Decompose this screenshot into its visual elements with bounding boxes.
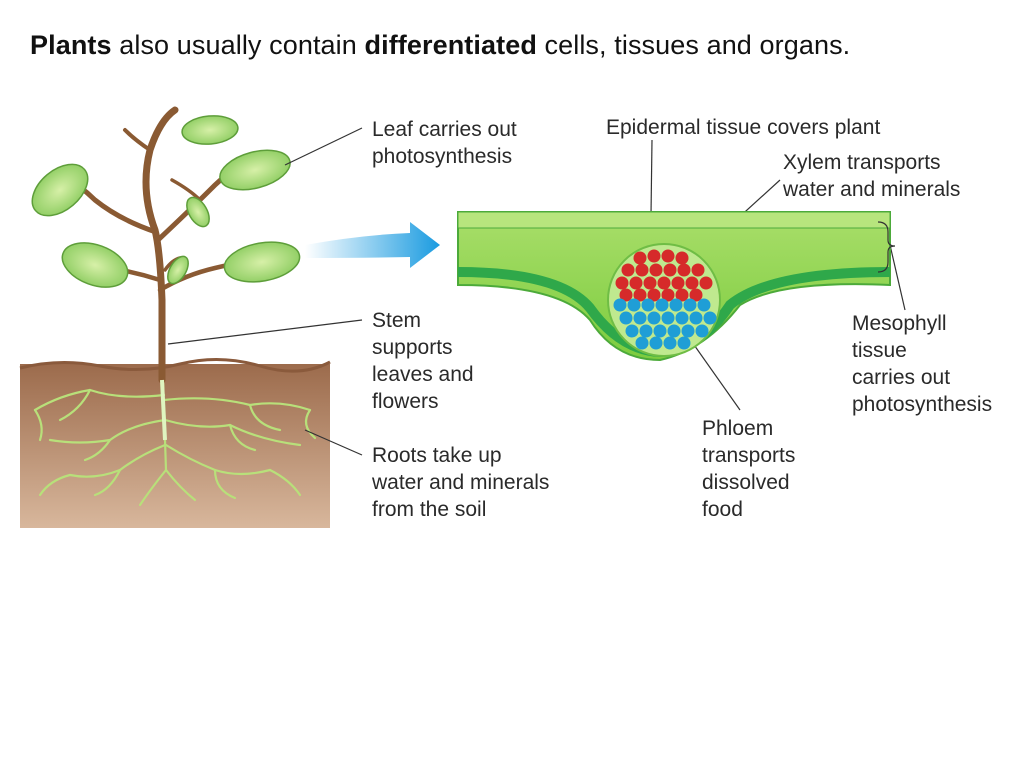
slide-title: Plants also usually contain differentiat… — [30, 30, 1010, 61]
xylem-cells — [615, 249, 713, 302]
label-phloem: Phloem transports dissolved food — [702, 417, 801, 521]
mesophyll-bracket — [877, 221, 896, 273]
label-epidermal: Epidermal tissue covers plant — [606, 116, 880, 139]
leaves — [31, 115, 301, 288]
title-part-plants: Plants — [30, 30, 112, 60]
soil — [20, 364, 330, 528]
label-stem: Stem supports leaves and flowers — [372, 309, 479, 413]
label-leaf: Leaf carries out photosynthesis — [372, 118, 523, 168]
title-part-differentiated: differentiated — [364, 30, 537, 60]
phloem-cells — [613, 298, 717, 350]
label-mesophyll: Mesophyll tissue carries out photosynthe… — [852, 312, 992, 416]
stem-base-highlight — [160, 379, 167, 441]
label-xylem: Xylem transports water and minerals — [782, 151, 960, 201]
label-roots: Roots take up water and minerals from th… — [371, 444, 555, 521]
title-part-also: also usually contain — [111, 30, 365, 60]
title-part-rest: cells, tissues and organs. — [536, 30, 851, 60]
soil-surface — [19, 358, 331, 373]
transition-arrow — [305, 222, 440, 268]
